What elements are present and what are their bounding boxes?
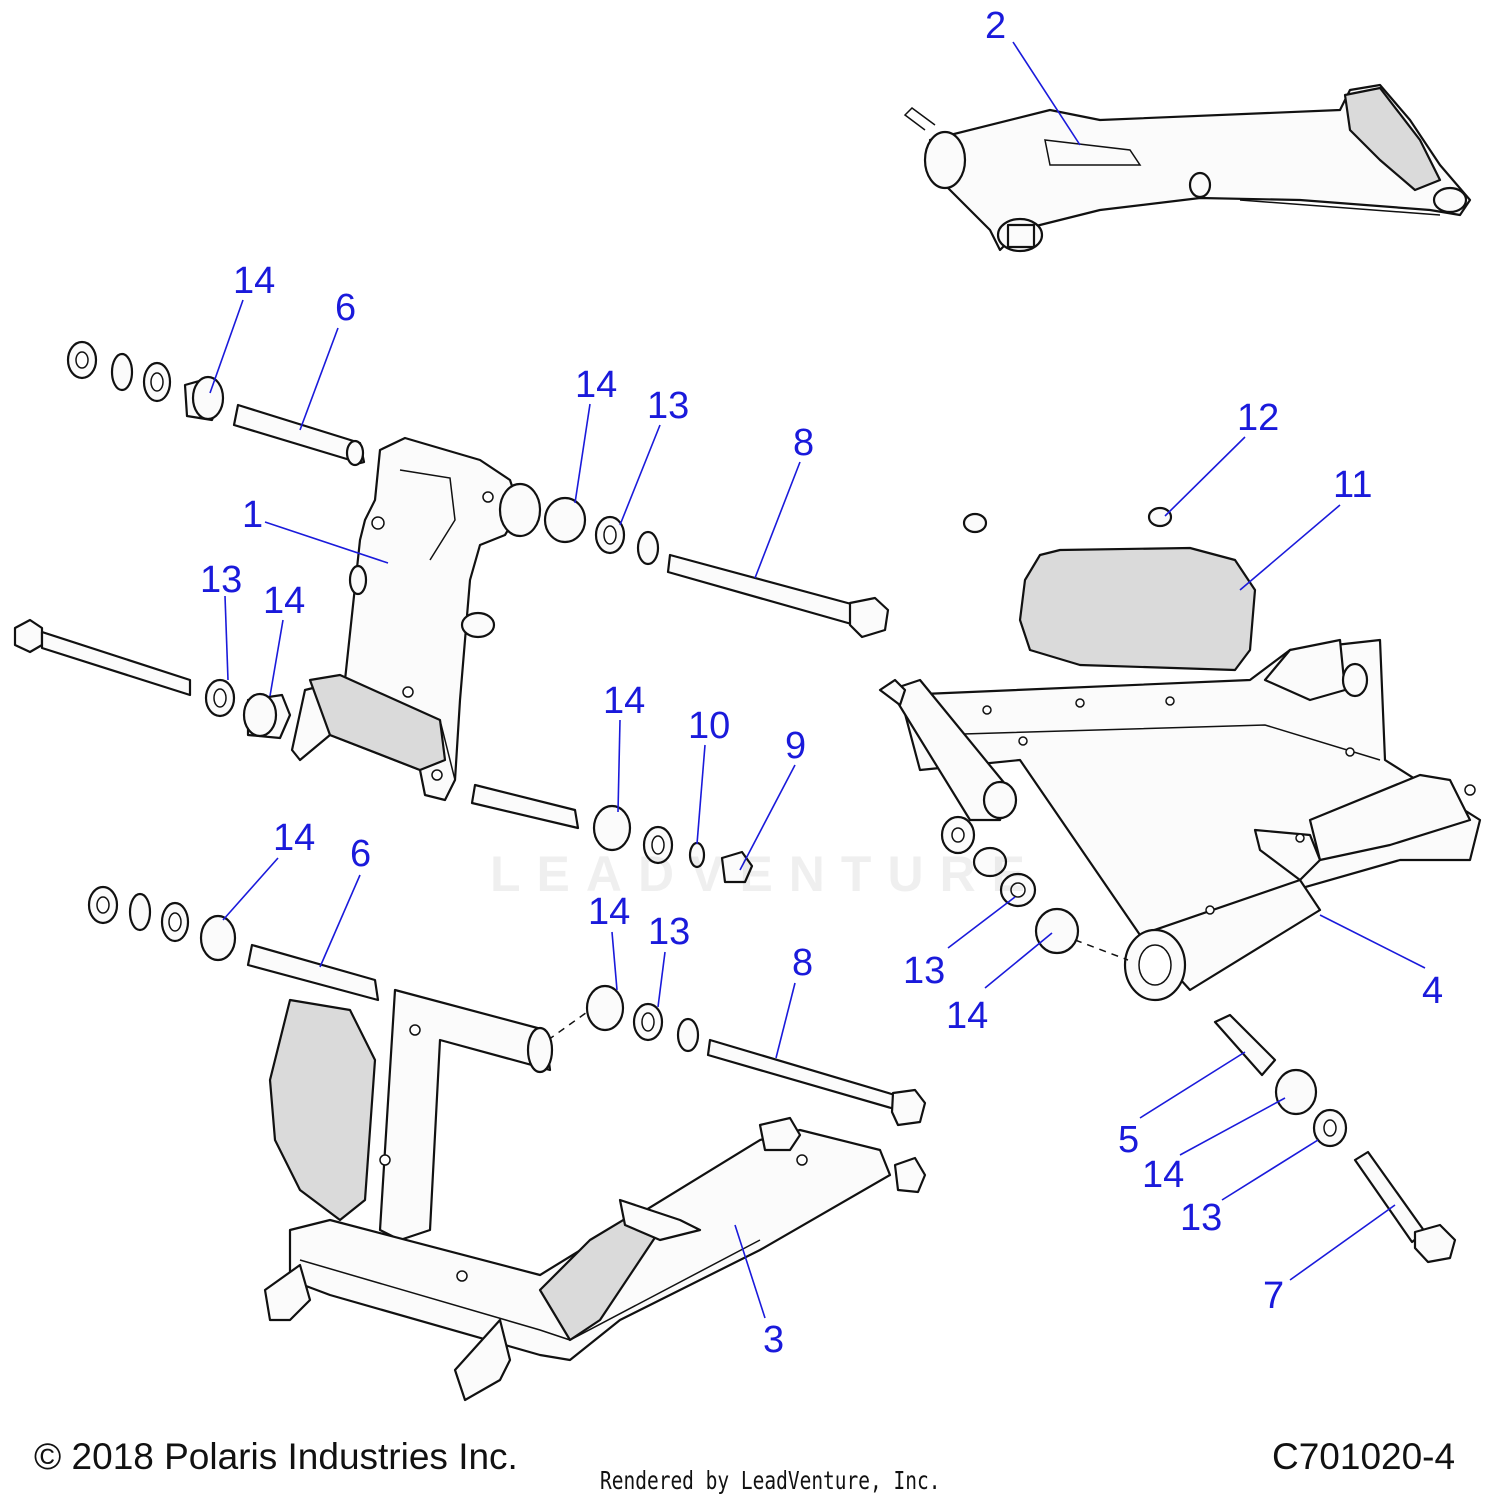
hardware-row-lower-right [1213,1013,1457,1264]
callout-14: 14 [1142,1154,1184,1196]
leader-lines [209,41,1426,1319]
callout-6: 6 [335,287,356,329]
callout-13: 13 [200,559,242,601]
callout-14: 14 [575,364,617,406]
callout-8: 8 [792,942,813,984]
callout-9: 9 [785,725,806,767]
callout-14: 14 [603,680,645,722]
callout-5: 5 [1118,1119,1139,1161]
callouts: 2 14 6 14 13 8 12 11 1 13 14 14 10 9 14 … [200,5,1443,1361]
diagram-code: C701020-4 [1272,1436,1456,1477]
copyright-notice: © 2018 Polaris Industries Inc. [34,1436,518,1477]
callout-7: 7 [1263,1275,1284,1317]
callout-11: 11 [1333,464,1372,506]
hardware-row-left-bolt [13,618,292,740]
rendered-by-credit: Rendered by LeadVenture, Inc. [600,1466,941,1495]
callout-13: 13 [903,950,945,992]
callout-14: 14 [273,817,315,859]
callout-8: 8 [793,422,814,464]
part-lower-arm [263,988,927,1402]
callout-13: 13 [1180,1197,1222,1239]
watermark: LEADVENTURE [490,846,1042,902]
callout-13: 13 [648,911,690,953]
callout-14: 14 [946,995,988,1037]
part-upright-bracket [290,436,542,802]
hardware-row-upper-center [543,496,890,639]
hardware-row-lower-center [547,984,927,1127]
callout-10: 10 [688,705,730,747]
callout-12: 12 [1237,397,1279,439]
hardware-row-lower-left [87,885,380,1002]
hardware-row-upper-left [66,340,366,467]
hardware-row-middle [470,783,754,884]
callout-14: 14 [263,580,305,622]
part-push-pins [962,506,1173,534]
callout-14: 14 [233,260,275,302]
part-upper-arm [903,83,1472,253]
callout-6: 6 [350,833,371,875]
callout-13: 13 [647,385,689,427]
part-right-arm [878,546,1482,1002]
callout-4: 4 [1422,970,1443,1012]
callout-3: 3 [763,1319,784,1361]
callout-14: 14 [588,891,630,933]
callout-1: 1 [242,494,263,536]
hardware-row-right [940,815,1129,961]
callout-2: 2 [985,5,1006,47]
